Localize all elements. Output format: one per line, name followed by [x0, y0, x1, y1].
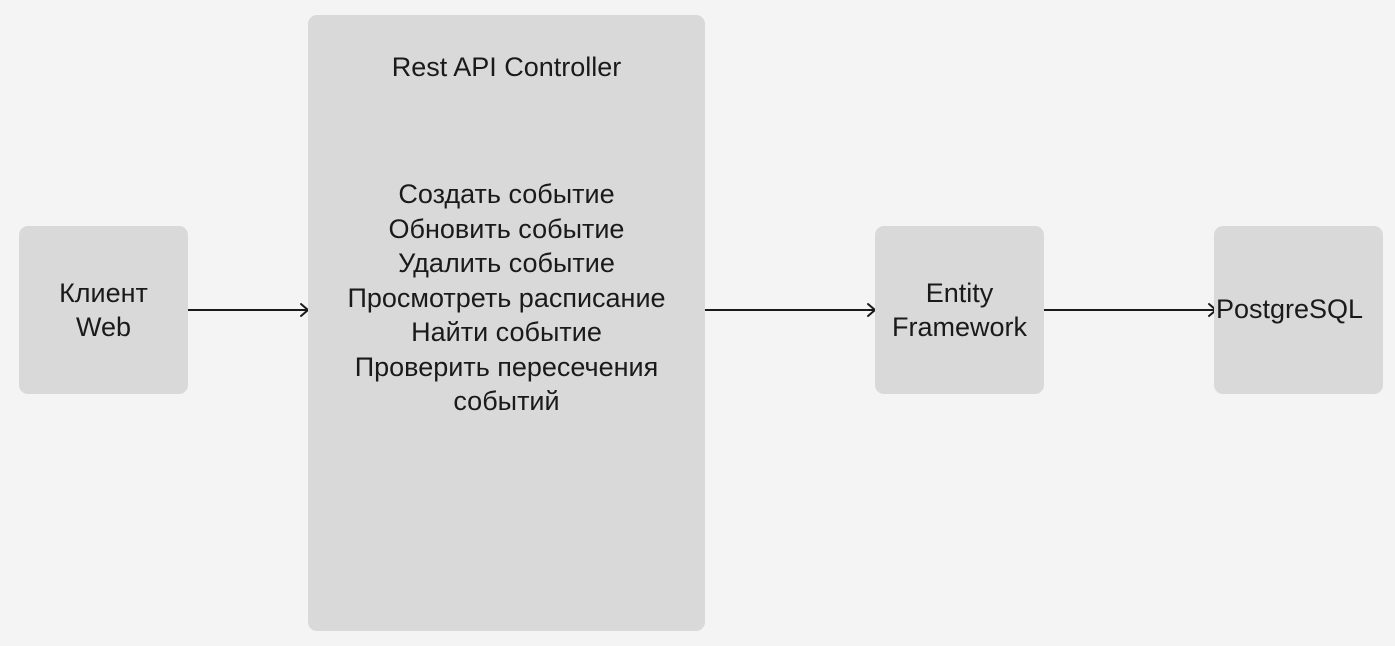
operation-item: Обновить событие	[388, 213, 625, 244]
rest-api-controller-node: Rest API Controller Создать событие Обно…	[308, 15, 705, 631]
operation-item: Проверить пересечения	[354, 351, 659, 382]
entity-framework-line2: Framework	[891, 312, 1027, 342]
client-web-label: Клиент Web	[19, 276, 188, 344]
entity-framework-line1: Entity	[925, 278, 994, 308]
entity-framework-node: Entity Framework	[875, 226, 1044, 394]
postgresql-node: PostgreSQL	[1214, 226, 1383, 394]
operation-item: Создать событие	[398, 179, 615, 209]
client-web-node: Клиент Web	[19, 226, 188, 394]
controller-title: Rest API Controller	[391, 52, 622, 82]
operation-item: Удалить событие	[398, 248, 615, 278]
postgresql-label: PostgreSQL	[1216, 294, 1364, 324]
controller-operations-list: Создать событие Обновить событие Удалить…	[308, 177, 705, 419]
arrow-controller-to-entity-framework	[704, 303, 876, 317]
entity-framework-label: Entity Framework	[875, 276, 1044, 344]
operation-item: событий	[453, 386, 560, 416]
operation-item: Просмотреть расписание	[347, 282, 666, 313]
operation-item: Найти событие	[411, 317, 602, 347]
client-label-line1: Клиент	[59, 278, 148, 308]
arrow-entity-framework-to-postgresql	[1043, 303, 1217, 317]
arrow-client-to-controller	[187, 303, 309, 317]
client-label-line2: Web	[75, 312, 132, 342]
